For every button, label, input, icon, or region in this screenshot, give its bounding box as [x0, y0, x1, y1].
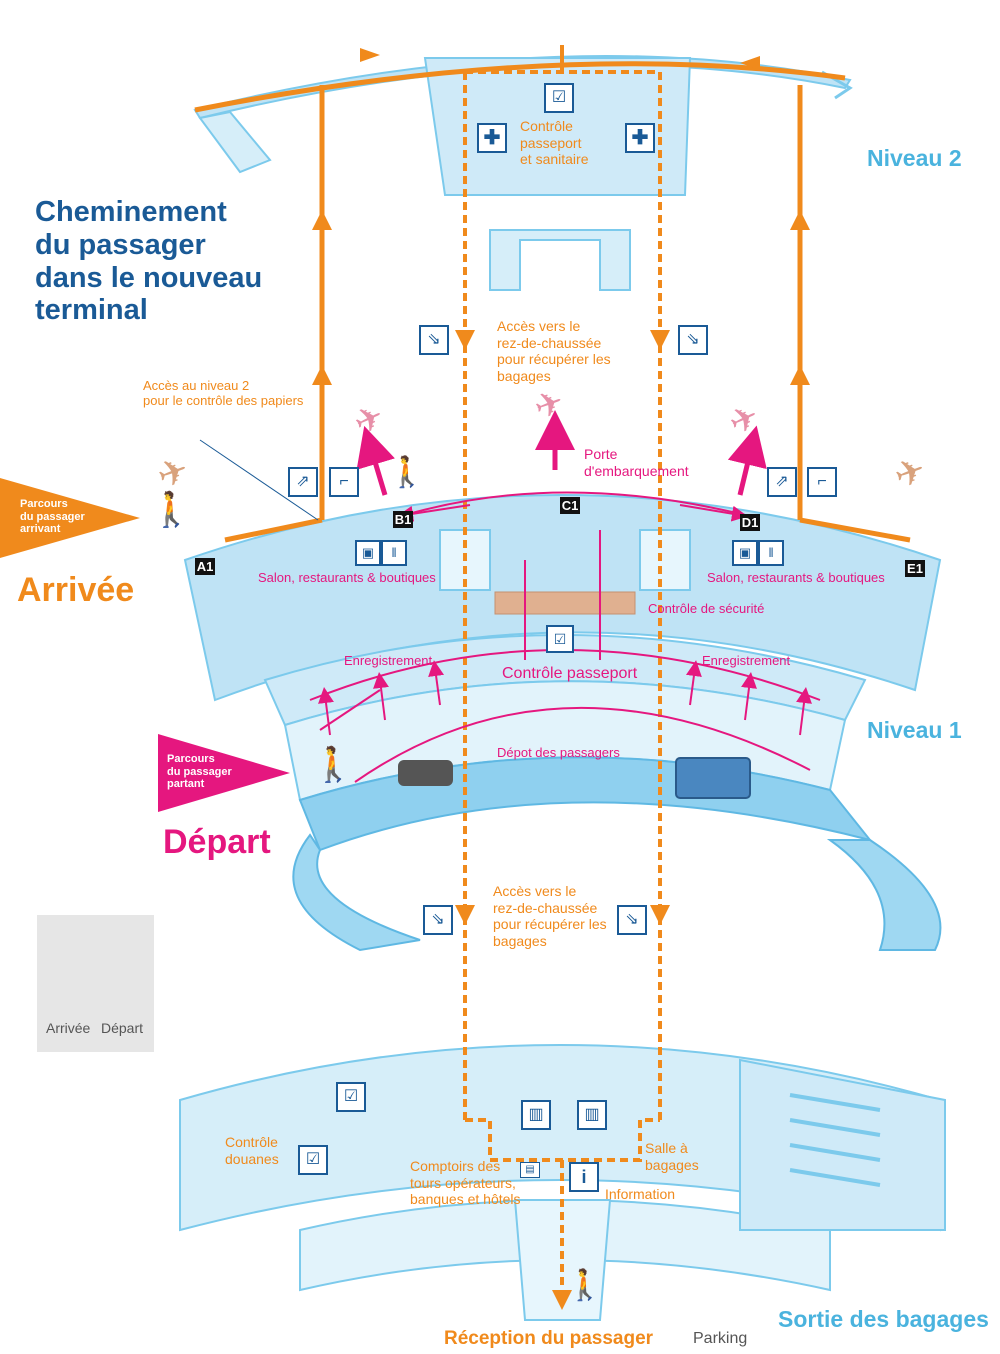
walking-person-icon: 🚶: [150, 491, 193, 529]
passport-control-icon: ☑: [546, 625, 574, 653]
gate-e1: E1: [905, 560, 925, 577]
passport-control-label: Contrôle passeport: [502, 665, 638, 682]
passport-control-icon: ☑: [544, 83, 574, 113]
ground-building: [179, 1044, 946, 1321]
tour-counters-label: Comptoirs des tours opérateurs, banques …: [410, 1158, 521, 1208]
medical-cross-icon: ✚: [477, 123, 507, 153]
passport-control-icon: ☑: [336, 1082, 366, 1112]
baggage-access-label-top: Accès vers le rez-de-chaussée pour récup…: [497, 318, 611, 384]
passenger-reception-label: Réception du passager: [444, 1328, 654, 1349]
escalator-up-icon: ⇗: [767, 467, 797, 497]
escalator-down-icon: ⇘: [419, 325, 449, 355]
baggage-access-label-mid: Accès vers le rez-de-chaussée pour récup…: [493, 883, 607, 949]
walking-person-icon: 🚶: [312, 746, 355, 784]
arrival-path-label: Parcours du passager arrivant: [20, 498, 85, 536]
arrival-path: [0, 45, 911, 1310]
escalator-down-icon: ⇘: [617, 905, 647, 935]
gate-a1: A1: [195, 558, 215, 575]
gate-c1: C1: [560, 497, 580, 514]
escalator-down-icon: ⇘: [423, 905, 453, 935]
gate-b1: B1: [393, 511, 413, 528]
information-icon: i: [569, 1162, 599, 1192]
baggage-exit-label: Sortie des bagages: [778, 1306, 989, 1332]
dropoff-label: Dépot des passagers: [497, 745, 620, 760]
walking-person-icon: 🚶: [566, 1269, 604, 1302]
checkin-label-right: Enregistrement: [702, 653, 791, 668]
walking-person-icon: 🚶: [388, 456, 426, 489]
lounge-label-left: Salon, restaurants & boutiques: [258, 570, 436, 585]
restaurant-icon: ǁ: [758, 540, 784, 566]
baggage-icon: ▥: [521, 1100, 551, 1130]
stairs-up-icon: ⌐: [807, 467, 837, 497]
callout-line: [199, 439, 319, 521]
departure-path-label: Parcours du passager partant: [167, 753, 232, 791]
shop-icon: ▣: [355, 540, 381, 566]
level2-label: Niveau 2: [867, 145, 962, 171]
passport-health-label: Contrôle passeport et sanitaire: [520, 118, 589, 168]
stairs-up-icon: ⌐: [329, 467, 359, 497]
legend: [37, 915, 154, 1052]
page-title: Cheminement du passager dans le nouveau …: [35, 196, 263, 327]
parking-label: Parking: [693, 1330, 748, 1347]
hotel-icon: ▤: [520, 1162, 540, 1178]
shop-icon: ▣: [732, 540, 758, 566]
escalator-up-icon: ⇗: [288, 467, 318, 497]
information-label: Information: [605, 1186, 676, 1202]
departure-title: Départ: [163, 823, 271, 861]
bus-icon: [675, 757, 751, 799]
level1-label: Niveau 1: [867, 717, 962, 743]
arrival-title: Arrivée: [17, 571, 135, 609]
legend-arrival: Arrivée: [46, 1020, 91, 1036]
medical-cross-icon: ✚: [625, 123, 655, 153]
baggage-hall-label: Salle à bagages: [645, 1140, 699, 1173]
restaurant-icon: ǁ: [381, 540, 407, 566]
gate-d1: D1: [740, 514, 760, 531]
customs-label: Contrôle douanes: [225, 1134, 279, 1167]
legend-departure: Départ: [101, 1020, 144, 1036]
checkin-label-left: Enregistrement: [344, 653, 433, 668]
escalator-down-icon: ⇘: [678, 325, 708, 355]
customs-icon: ☑: [298, 1145, 328, 1175]
baggage-icon: ▥: [577, 1100, 607, 1130]
security-label: Contrôle de sécurité: [648, 601, 765, 616]
level2-access-label: Accès au niveau 2 pour le contrôle des p…: [143, 378, 304, 409]
boarding-gate-label: Porte d'embarquement: [584, 446, 689, 479]
lounge-label-right: Salon, restaurants & boutiques: [707, 570, 885, 585]
level1-building: [183, 494, 942, 952]
car-icon: [398, 760, 453, 786]
